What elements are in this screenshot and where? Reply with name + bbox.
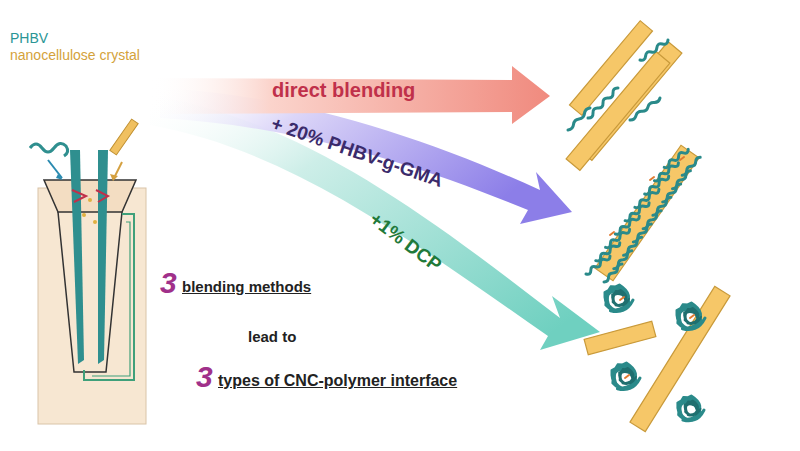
polymer-chain	[568, 108, 590, 130]
polymer-chain	[612, 290, 629, 306]
feed-arrow	[56, 174, 63, 180]
polymer-chain	[677, 303, 705, 329]
polymer-chain	[650, 177, 654, 180]
polymer-chain	[678, 396, 704, 421]
caption-text: types of CNC-polymer interface	[218, 372, 457, 390]
polymer-chain	[619, 368, 636, 384]
polymer-chain	[664, 149, 688, 167]
method-label: direct blending	[272, 79, 415, 102]
polymer-chain	[630, 98, 660, 120]
polymer-chain	[684, 308, 701, 324]
feed-arrow	[48, 160, 62, 178]
polymer-chain	[620, 297, 624, 300]
caption-text: lead to	[248, 328, 296, 345]
polymer-chain-icon	[30, 143, 68, 156]
polymer-chains	[568, 40, 705, 421]
polymer-chain	[682, 157, 700, 175]
cnc-rod	[595, 145, 699, 280]
caption-text: blending methods	[182, 278, 311, 295]
polymer-chain	[615, 216, 639, 234]
polymer-chain	[690, 315, 694, 318]
polymer-chain	[596, 243, 620, 261]
material-label: PHBV	[10, 30, 48, 46]
cnc-rods	[566, 21, 682, 171]
polymer-chain	[685, 401, 701, 416]
polymer-chain	[635, 189, 659, 207]
arrow-band	[150, 66, 550, 124]
polymer-chain	[625, 375, 629, 378]
feed-arrow	[110, 174, 118, 181]
polymer-chain	[612, 363, 640, 389]
polymer-chain	[588, 88, 618, 118]
material-label: nanocellulose crystal	[10, 47, 140, 63]
polymer-chain	[610, 232, 614, 235]
polymer-chain	[625, 203, 649, 221]
polymer-chain	[680, 157, 684, 160]
polymer-chain	[645, 176, 669, 194]
cnc-rod-icon	[110, 119, 138, 155]
count-number: 3	[160, 266, 177, 301]
count-number: 3	[196, 360, 213, 395]
polymer-chain	[586, 256, 610, 274]
polymer-chain	[654, 163, 678, 181]
polymer-chain	[605, 285, 633, 311]
polymer-chain	[640, 40, 668, 60]
extruder	[38, 150, 146, 424]
cnc-rods	[584, 286, 730, 431]
polymer-chain	[606, 229, 630, 247]
